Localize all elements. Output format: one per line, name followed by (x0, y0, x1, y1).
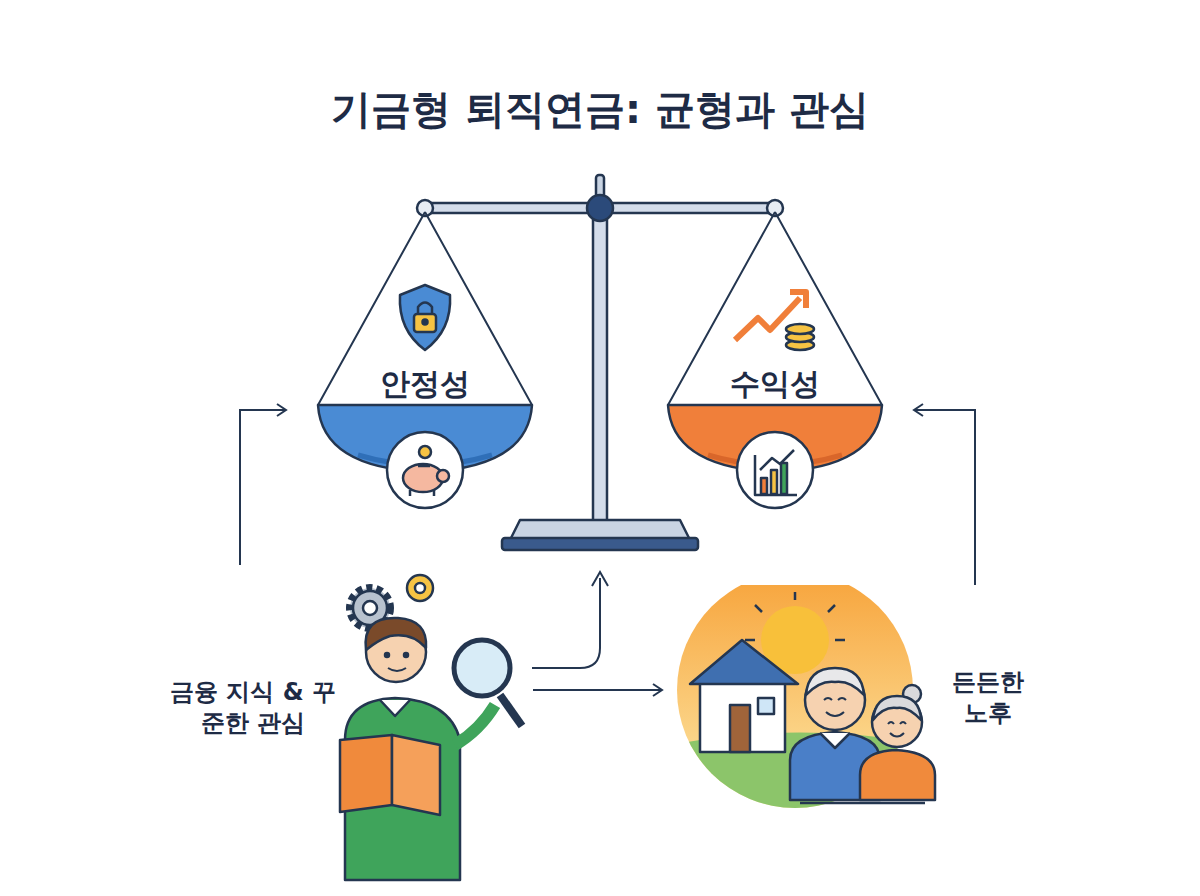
flow-arrow (914, 410, 975, 585)
leader-line (532, 578, 600, 668)
learner-figure: 금융 지식 & 꾸준한 관심 (160, 565, 535, 885)
node-label: 안정성 (290, 364, 560, 403)
retirement-scene-shape (670, 585, 1040, 810)
diagram-title: 기금형 퇴직연금: 균형과 관심 (0, 82, 1200, 137)
flow-arrow (240, 410, 286, 565)
profitability-pan-shape (640, 200, 910, 515)
stability-pan-shape (290, 200, 560, 515)
retirement-scene: 든든한 노후 (670, 585, 1040, 810)
profitability-pan: 수익성 (640, 200, 910, 515)
stability-pan: 안정성 (290, 200, 560, 515)
flow-arrow (533, 689, 662, 691)
node-label: 수익성 (640, 364, 910, 403)
node-label: 든든한 노후 (942, 667, 1034, 729)
node-label: 금융 지식 & 꾸준한 관심 (164, 677, 342, 739)
